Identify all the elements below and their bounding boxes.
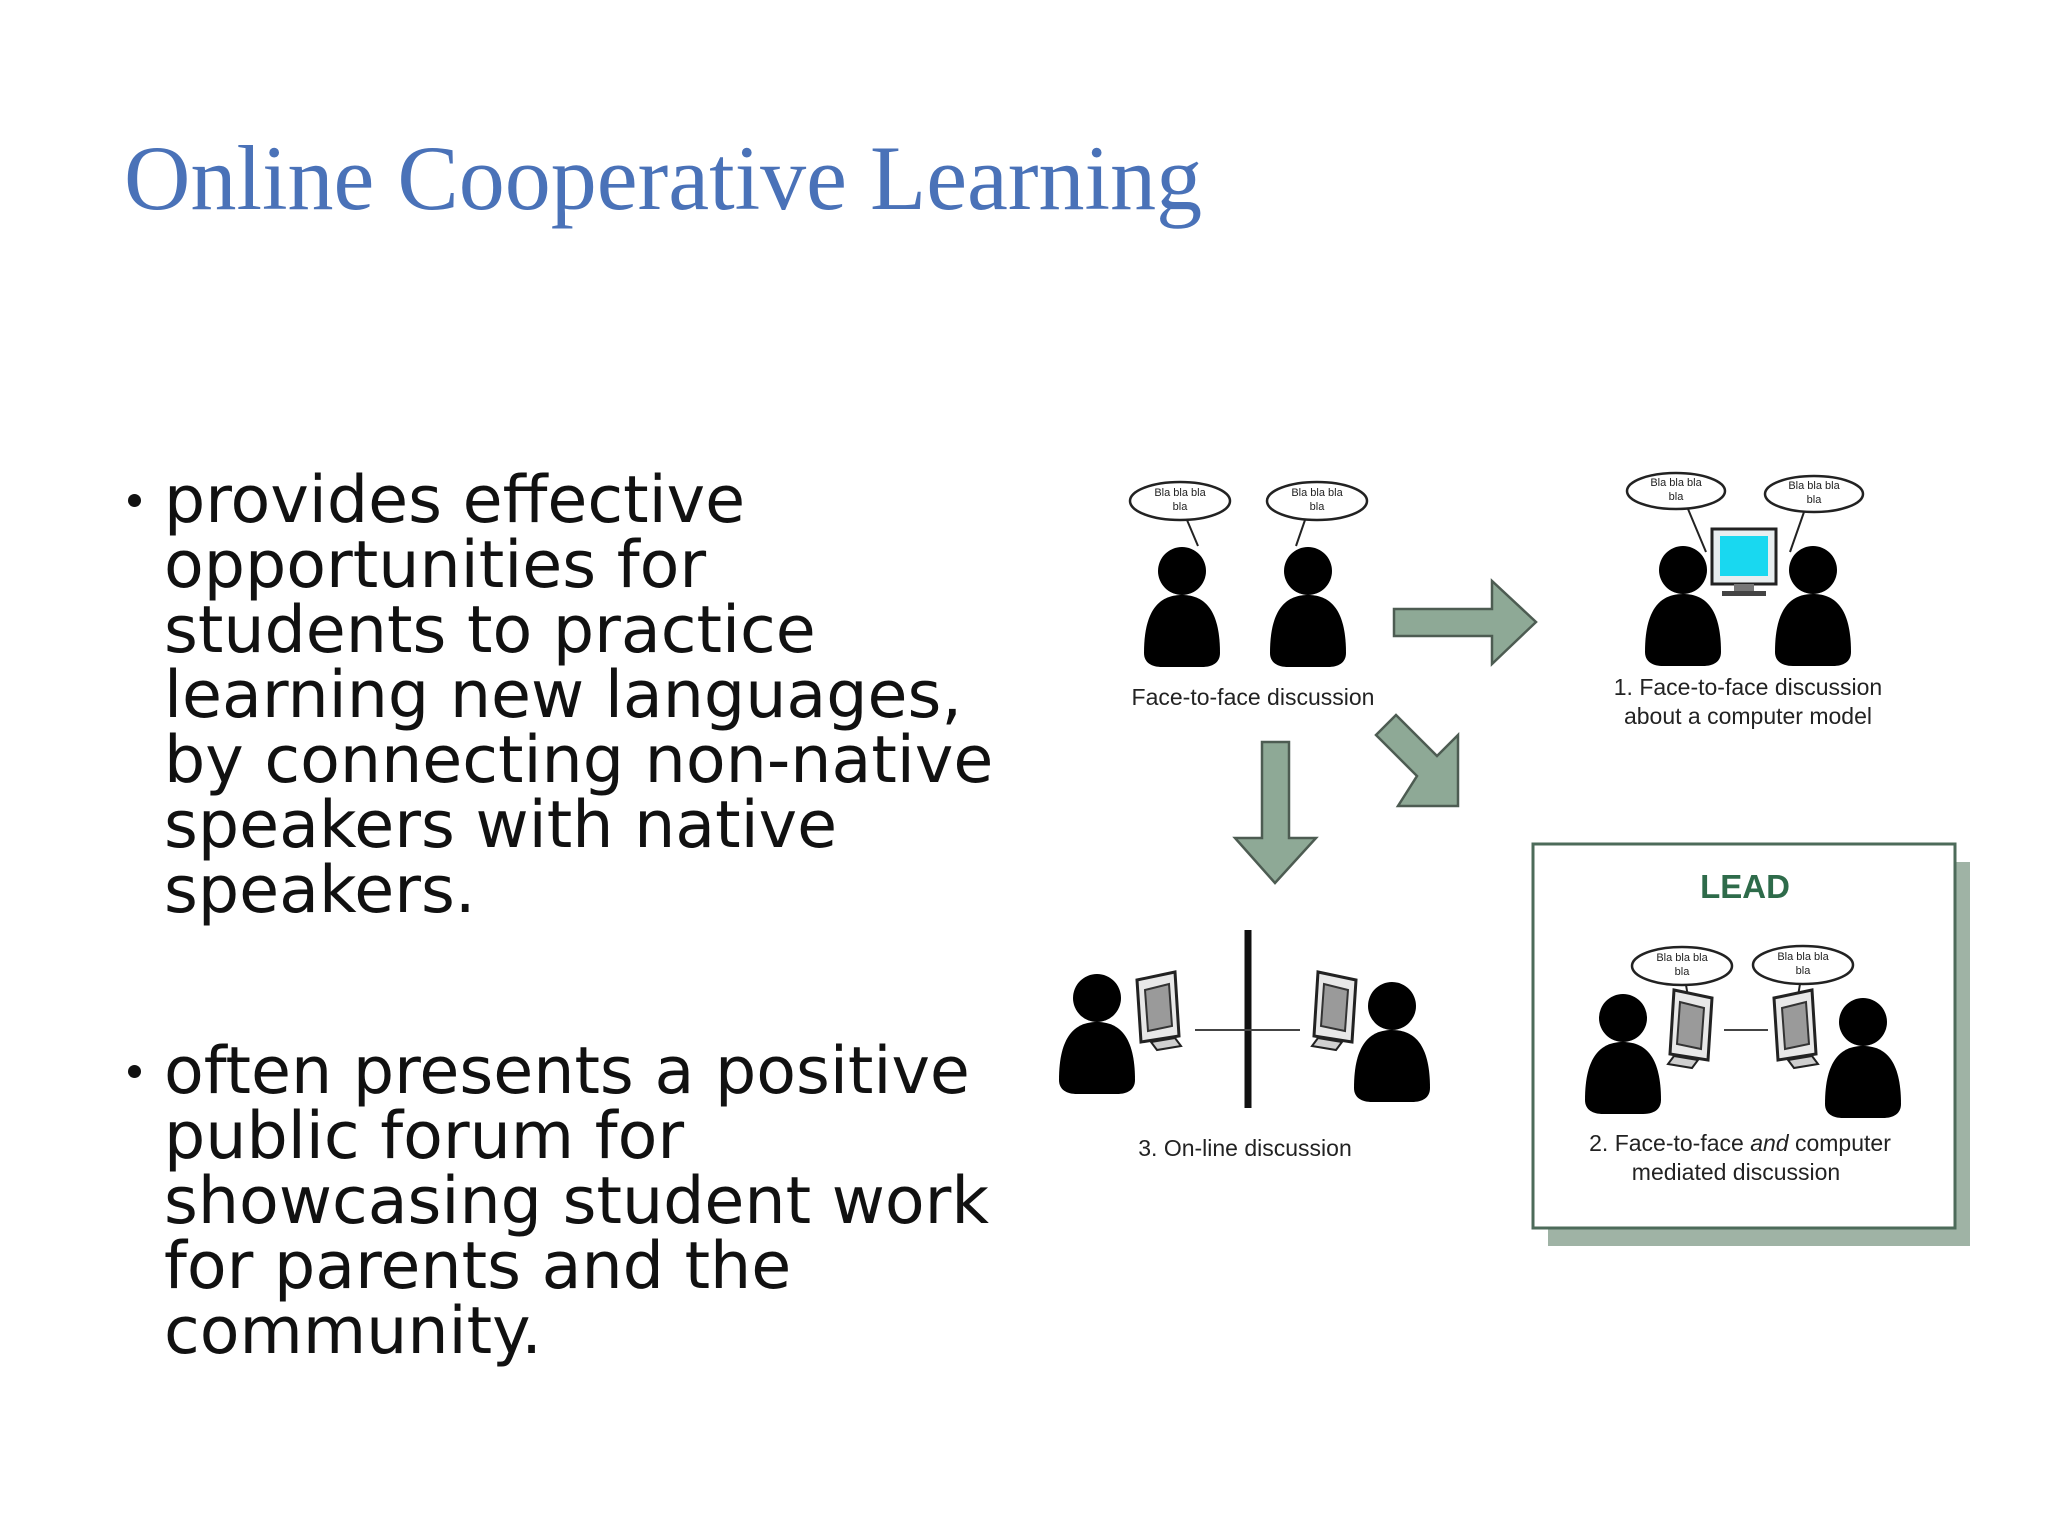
computer-monitor-icon <box>1310 970 1358 1052</box>
bubble-text: bla <box>1173 501 1189 513</box>
computer-monitor-icon <box>1710 527 1778 596</box>
bullet-dot-icon <box>128 494 141 507</box>
caption-2-line1: 2. Face-to-face and computer <box>1589 1130 1891 1156</box>
slide-title: Online Cooperative Learning <box>124 127 1203 229</box>
face-to-face-group: Bla bla bla bla Bla bla bla bla Face-to-… <box>1128 480 1375 710</box>
bubble-text: Bla bla bla <box>1650 477 1702 489</box>
computer-monitor-icon <box>1666 988 1714 1070</box>
caption-face-to-face: Face-to-face discussion <box>1132 684 1375 710</box>
bubble-text: Bla bla bla <box>1656 952 1708 964</box>
bullet-line: by connecting non-native <box>164 723 994 798</box>
bullet-item: often presents a positive public forum f… <box>120 1039 1000 1364</box>
caption-3: 3. On-line discussion <box>1138 1135 1352 1161</box>
bullet-line: showcasing student work <box>164 1164 990 1239</box>
person-icon <box>1645 546 1721 666</box>
caption-1-line1: 1. Face-to-face discussion <box>1614 674 1882 700</box>
speech-bubble: Bla bla bla bla <box>1630 945 1734 1009</box>
bubble-text: Bla bla bla <box>1788 480 1840 492</box>
bubble-text: bla <box>1669 491 1685 503</box>
speech-bubble: Bla bla bla bla <box>1128 480 1232 547</box>
bubble-text: bla <box>1675 966 1691 978</box>
caption-2-prefix: 2. Face-to-face <box>1589 1130 1750 1156</box>
speech-bubble: Bla bla bla bla <box>1763 474 1865 553</box>
bullet-line: for parents and the <box>164 1229 792 1304</box>
bubble-text: bla <box>1807 494 1823 506</box>
speech-bubble: Bla bla bla bla <box>1751 944 1855 1009</box>
computer-model-group: Bla bla bla bla Bla bla bla bla 1. Face-… <box>1614 471 1882 729</box>
bullet-dot-icon <box>128 1065 141 1078</box>
online-discussion-group: 3. On-line discussion <box>1059 930 1430 1161</box>
bullet-list: provides effective opportunities for stu… <box>120 468 1000 1480</box>
person-icon <box>1270 547 1346 667</box>
caption-2-suffix: computer <box>1789 1130 1892 1156</box>
speech-bubble: Bla bla bla bla <box>1265 480 1369 547</box>
speech-bubble: Bla bla bla bla <box>1625 471 1727 553</box>
bullet-line: students to practice <box>164 593 816 668</box>
bullet-line: learning new languages, <box>164 658 962 733</box>
bullet-line: provides effective <box>164 463 746 538</box>
bubble-text: Bla bla bla <box>1777 951 1829 963</box>
bullet-item: provides effective opportunities for stu… <box>120 468 1000 923</box>
bubble-text: Bla bla bla <box>1291 487 1343 499</box>
lead-box: LEAD Bla bla bla bla Bla bla bla bla 2. … <box>1531 842 1970 1246</box>
caption-2-line2: mediated discussion <box>1632 1159 1840 1185</box>
caption-2-and: and <box>1750 1130 1790 1156</box>
computer-monitor-icon <box>1135 970 1183 1052</box>
bubble-text: bla <box>1310 501 1326 513</box>
arrow-down-icon <box>1232 740 1319 885</box>
bubble-text: Bla bla bla <box>1154 487 1206 499</box>
person-icon <box>1775 546 1851 666</box>
bullet-line: community. <box>164 1294 542 1369</box>
lead-label: LEAD <box>1700 868 1790 905</box>
person-icon <box>1059 974 1135 1094</box>
lead-diagram: Bla bla bla bla Bla bla bla bla Face-to-… <box>1059 471 1970 1246</box>
person-icon <box>1144 547 1220 667</box>
bullet-line: opportunities for <box>164 528 707 603</box>
arrow-diagonal-icon <box>1374 713 1460 808</box>
caption-1-line2: about a computer model <box>1624 703 1872 729</box>
bullet-line: speakers. <box>164 853 476 928</box>
bubble-text: bla <box>1796 965 1812 977</box>
person-icon <box>1354 982 1430 1102</box>
bullet-line: speakers with native <box>164 788 838 863</box>
computer-monitor-icon <box>1772 988 1820 1070</box>
arrow-right-icon <box>1392 578 1538 667</box>
bullet-line: often presents a positive <box>164 1034 970 1109</box>
bullet-line: public forum for <box>164 1099 685 1174</box>
